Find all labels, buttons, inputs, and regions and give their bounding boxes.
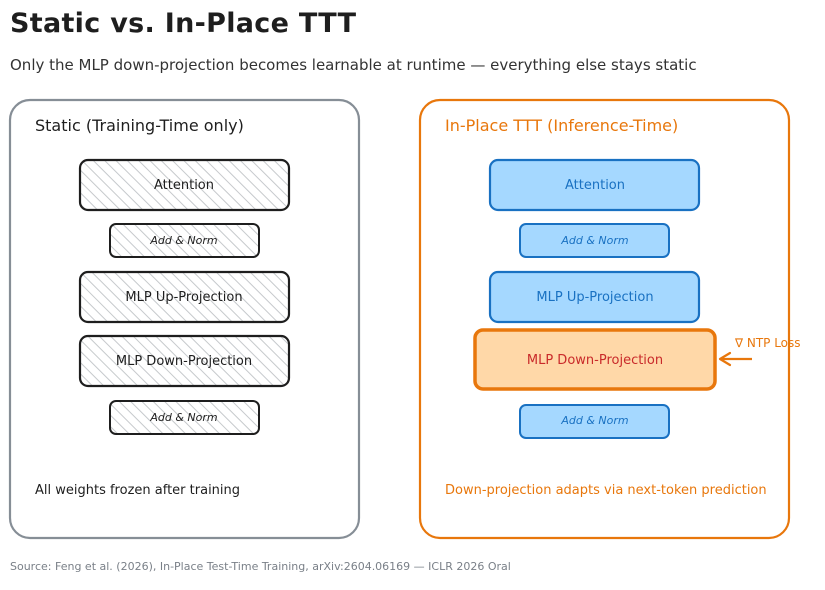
static-add-norm-block-1: Add & Norm: [109, 223, 260, 258]
static-mlp-up-label: MLP Up-Projection: [125, 290, 242, 305]
static-mlp-down-block: MLP Down-Projection: [78, 334, 291, 388]
ttt-panel-title: In-Place TTT (Inference-Time): [445, 116, 678, 135]
ttt-panel: In-Place TTT (Inference-Time) Attention …: [418, 98, 801, 540]
gradient-label: ∇ NTP Loss: [734, 336, 801, 350]
ttt-attention-block: Attention: [488, 158, 701, 212]
ttt-panel-border: [418, 98, 791, 540]
static-attention-label: Attention: [154, 178, 214, 193]
static-attention-block: Attention: [78, 158, 291, 212]
static-panel: Static (Training-Time only) Attention Ad…: [8, 98, 361, 540]
arrow-head-icon: [718, 351, 732, 367]
page-title: Static vs. In-Place TTT: [10, 8, 357, 39]
ttt-add-norm-label-2: Add & Norm: [560, 414, 628, 427]
ttt-mlp-up-label: MLP Up-Projection: [536, 290, 653, 305]
ttt-panel-footer: Down-projection adapts via next-token pr…: [445, 483, 767, 498]
ttt-add-norm-label-1: Add & Norm: [560, 234, 628, 247]
ttt-add-norm-block-1: Add & Norm: [519, 223, 670, 258]
static-add-norm-label-1: Add & Norm: [149, 234, 217, 247]
ttt-attention-label: Attention: [565, 178, 625, 193]
static-panel-border: [8, 98, 361, 540]
static-add-norm-label-2: Add & Norm: [149, 411, 217, 424]
static-mlp-down-label: MLP Down-Projection: [116, 354, 252, 369]
static-panel-footer: All weights frozen after training: [35, 483, 240, 498]
ttt-mlp-down-block: MLP Down-Projection: [473, 328, 717, 391]
gradient-arrow: [718, 351, 752, 367]
page-subtitle: Only the MLP down-projection becomes lea…: [10, 56, 697, 74]
source-citation: Source: Feng et al. (2026), In-Place Tes…: [10, 560, 511, 573]
ttt-add-norm-block-2: Add & Norm: [519, 404, 670, 439]
static-mlp-up-block: MLP Up-Projection: [78, 270, 291, 324]
ttt-mlp-up-block: MLP Up-Projection: [488, 270, 701, 324]
static-add-norm-block-2: Add & Norm: [109, 400, 260, 435]
ttt-mlp-down-label: MLP Down-Projection: [527, 353, 663, 368]
static-panel-title: Static (Training-Time only): [35, 116, 244, 135]
